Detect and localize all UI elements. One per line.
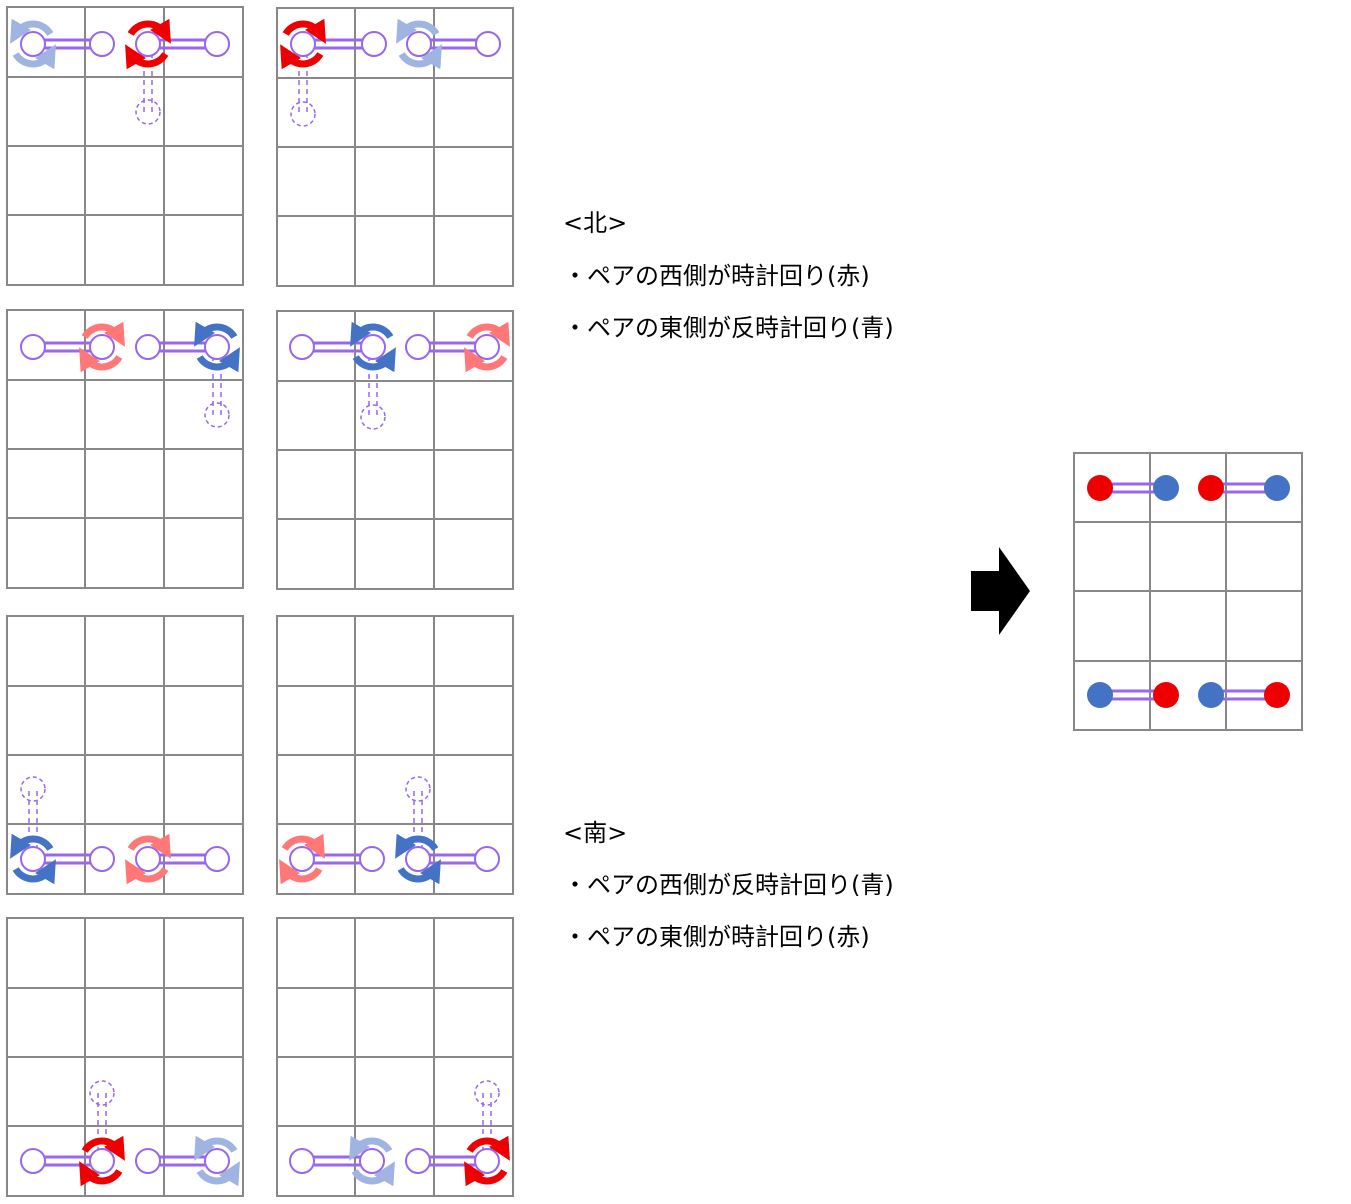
south-line-west: ・ペアの西側が反時計回り(青) <box>563 871 894 899</box>
stone <box>360 334 386 360</box>
ghost-stone <box>204 402 230 428</box>
stone <box>405 846 431 872</box>
stone <box>204 1148 230 1174</box>
rotation-cw-arrow <box>127 18 171 44</box>
rotation-ccw-arrow <box>196 1161 240 1187</box>
stone <box>1153 682 1179 708</box>
rotation-cw-arrow <box>279 859 323 885</box>
rotation-ccw-arrow <box>351 1161 395 1187</box>
rotation-cw-arrow <box>79 347 123 373</box>
rotation-ccw-arrow <box>349 1135 393 1161</box>
stone <box>1087 682 1113 708</box>
ghost-stone <box>135 99 161 125</box>
ghost-stone <box>474 1080 500 1106</box>
rotation-ccw-arrow <box>396 18 440 44</box>
north-line-east: ・ペアの東側が反時計回り(青) <box>563 314 894 342</box>
stone <box>1087 475 1113 501</box>
stone <box>20 846 46 872</box>
north-line-west: ・ペアの西側が時計回り(赤) <box>563 262 870 290</box>
rotation-ccw-arrow <box>350 321 394 347</box>
north-heading: <北> <box>563 209 628 237</box>
stone <box>1153 475 1179 501</box>
stone <box>474 1148 500 1174</box>
stone <box>89 334 115 360</box>
stone <box>289 1148 315 1174</box>
rotation-cw-arrow <box>81 1135 125 1161</box>
stone <box>359 846 385 872</box>
stone <box>361 31 387 57</box>
ghost-stone <box>290 101 316 127</box>
rotation-cw-arrow <box>125 859 169 885</box>
ghost-stone <box>20 776 46 802</box>
rotation-ccw-arrow <box>196 347 240 373</box>
stone <box>135 334 161 360</box>
stone <box>1198 682 1224 708</box>
rotation-cw-arrow <box>466 321 510 347</box>
rotation-cw-arrow <box>466 1135 510 1161</box>
stone <box>89 1148 115 1174</box>
rotation-ccw-arrow <box>12 44 56 70</box>
stone <box>89 31 115 57</box>
stone <box>1264 682 1290 708</box>
rotation-ccw-arrow <box>398 44 442 70</box>
board-north-b <box>276 7 514 287</box>
rotation-ccw-arrow <box>194 321 238 347</box>
stone <box>1264 475 1290 501</box>
stone <box>89 846 115 872</box>
rotation-cw-arrow <box>280 44 324 70</box>
rotation-ccw-arrow <box>10 833 54 859</box>
stone <box>290 31 316 57</box>
ghost-stone <box>360 404 386 430</box>
rotation-ccw-arrow <box>194 1135 238 1161</box>
right-arrow <box>971 547 1030 635</box>
stone <box>359 1148 385 1174</box>
rotation-cw-arrow <box>464 347 508 373</box>
stone <box>474 846 500 872</box>
stone <box>1198 475 1224 501</box>
rotation-cw-arrow <box>81 321 125 347</box>
stone <box>204 31 230 57</box>
stone <box>20 1148 46 1174</box>
rotation-ccw-arrow <box>395 833 439 859</box>
rotation-cw-arrow <box>281 833 325 859</box>
rotation-cw-arrow <box>127 833 171 859</box>
stone <box>406 31 432 57</box>
stone <box>204 334 230 360</box>
ghost-stone <box>405 776 431 802</box>
stone <box>475 31 501 57</box>
rotation-cw-arrow <box>125 44 169 70</box>
rotation-cw-arrow <box>79 1161 123 1187</box>
stone <box>135 846 161 872</box>
stone <box>289 334 315 360</box>
stone <box>204 846 230 872</box>
ghost-stone <box>89 1080 115 1106</box>
stone <box>135 1148 161 1174</box>
south-heading: <南> <box>563 819 628 847</box>
rotation-cw-arrow <box>282 18 326 44</box>
rotation-ccw-arrow <box>352 347 396 373</box>
stone <box>135 31 161 57</box>
rotation-ccw-arrow <box>10 18 54 44</box>
stone <box>474 334 500 360</box>
rotation-ccw-arrow <box>397 859 441 885</box>
stone <box>405 1148 431 1174</box>
stone <box>20 31 46 57</box>
rotation-ccw-arrow <box>12 859 56 885</box>
board-north-c <box>6 309 244 589</box>
stone <box>20 334 46 360</box>
stone <box>405 334 431 360</box>
rotation-cw-arrow <box>464 1161 508 1187</box>
stone <box>289 846 315 872</box>
board-result <box>1073 452 1303 731</box>
south-line-east: ・ペアの東側が時計回り(赤) <box>563 923 870 951</box>
